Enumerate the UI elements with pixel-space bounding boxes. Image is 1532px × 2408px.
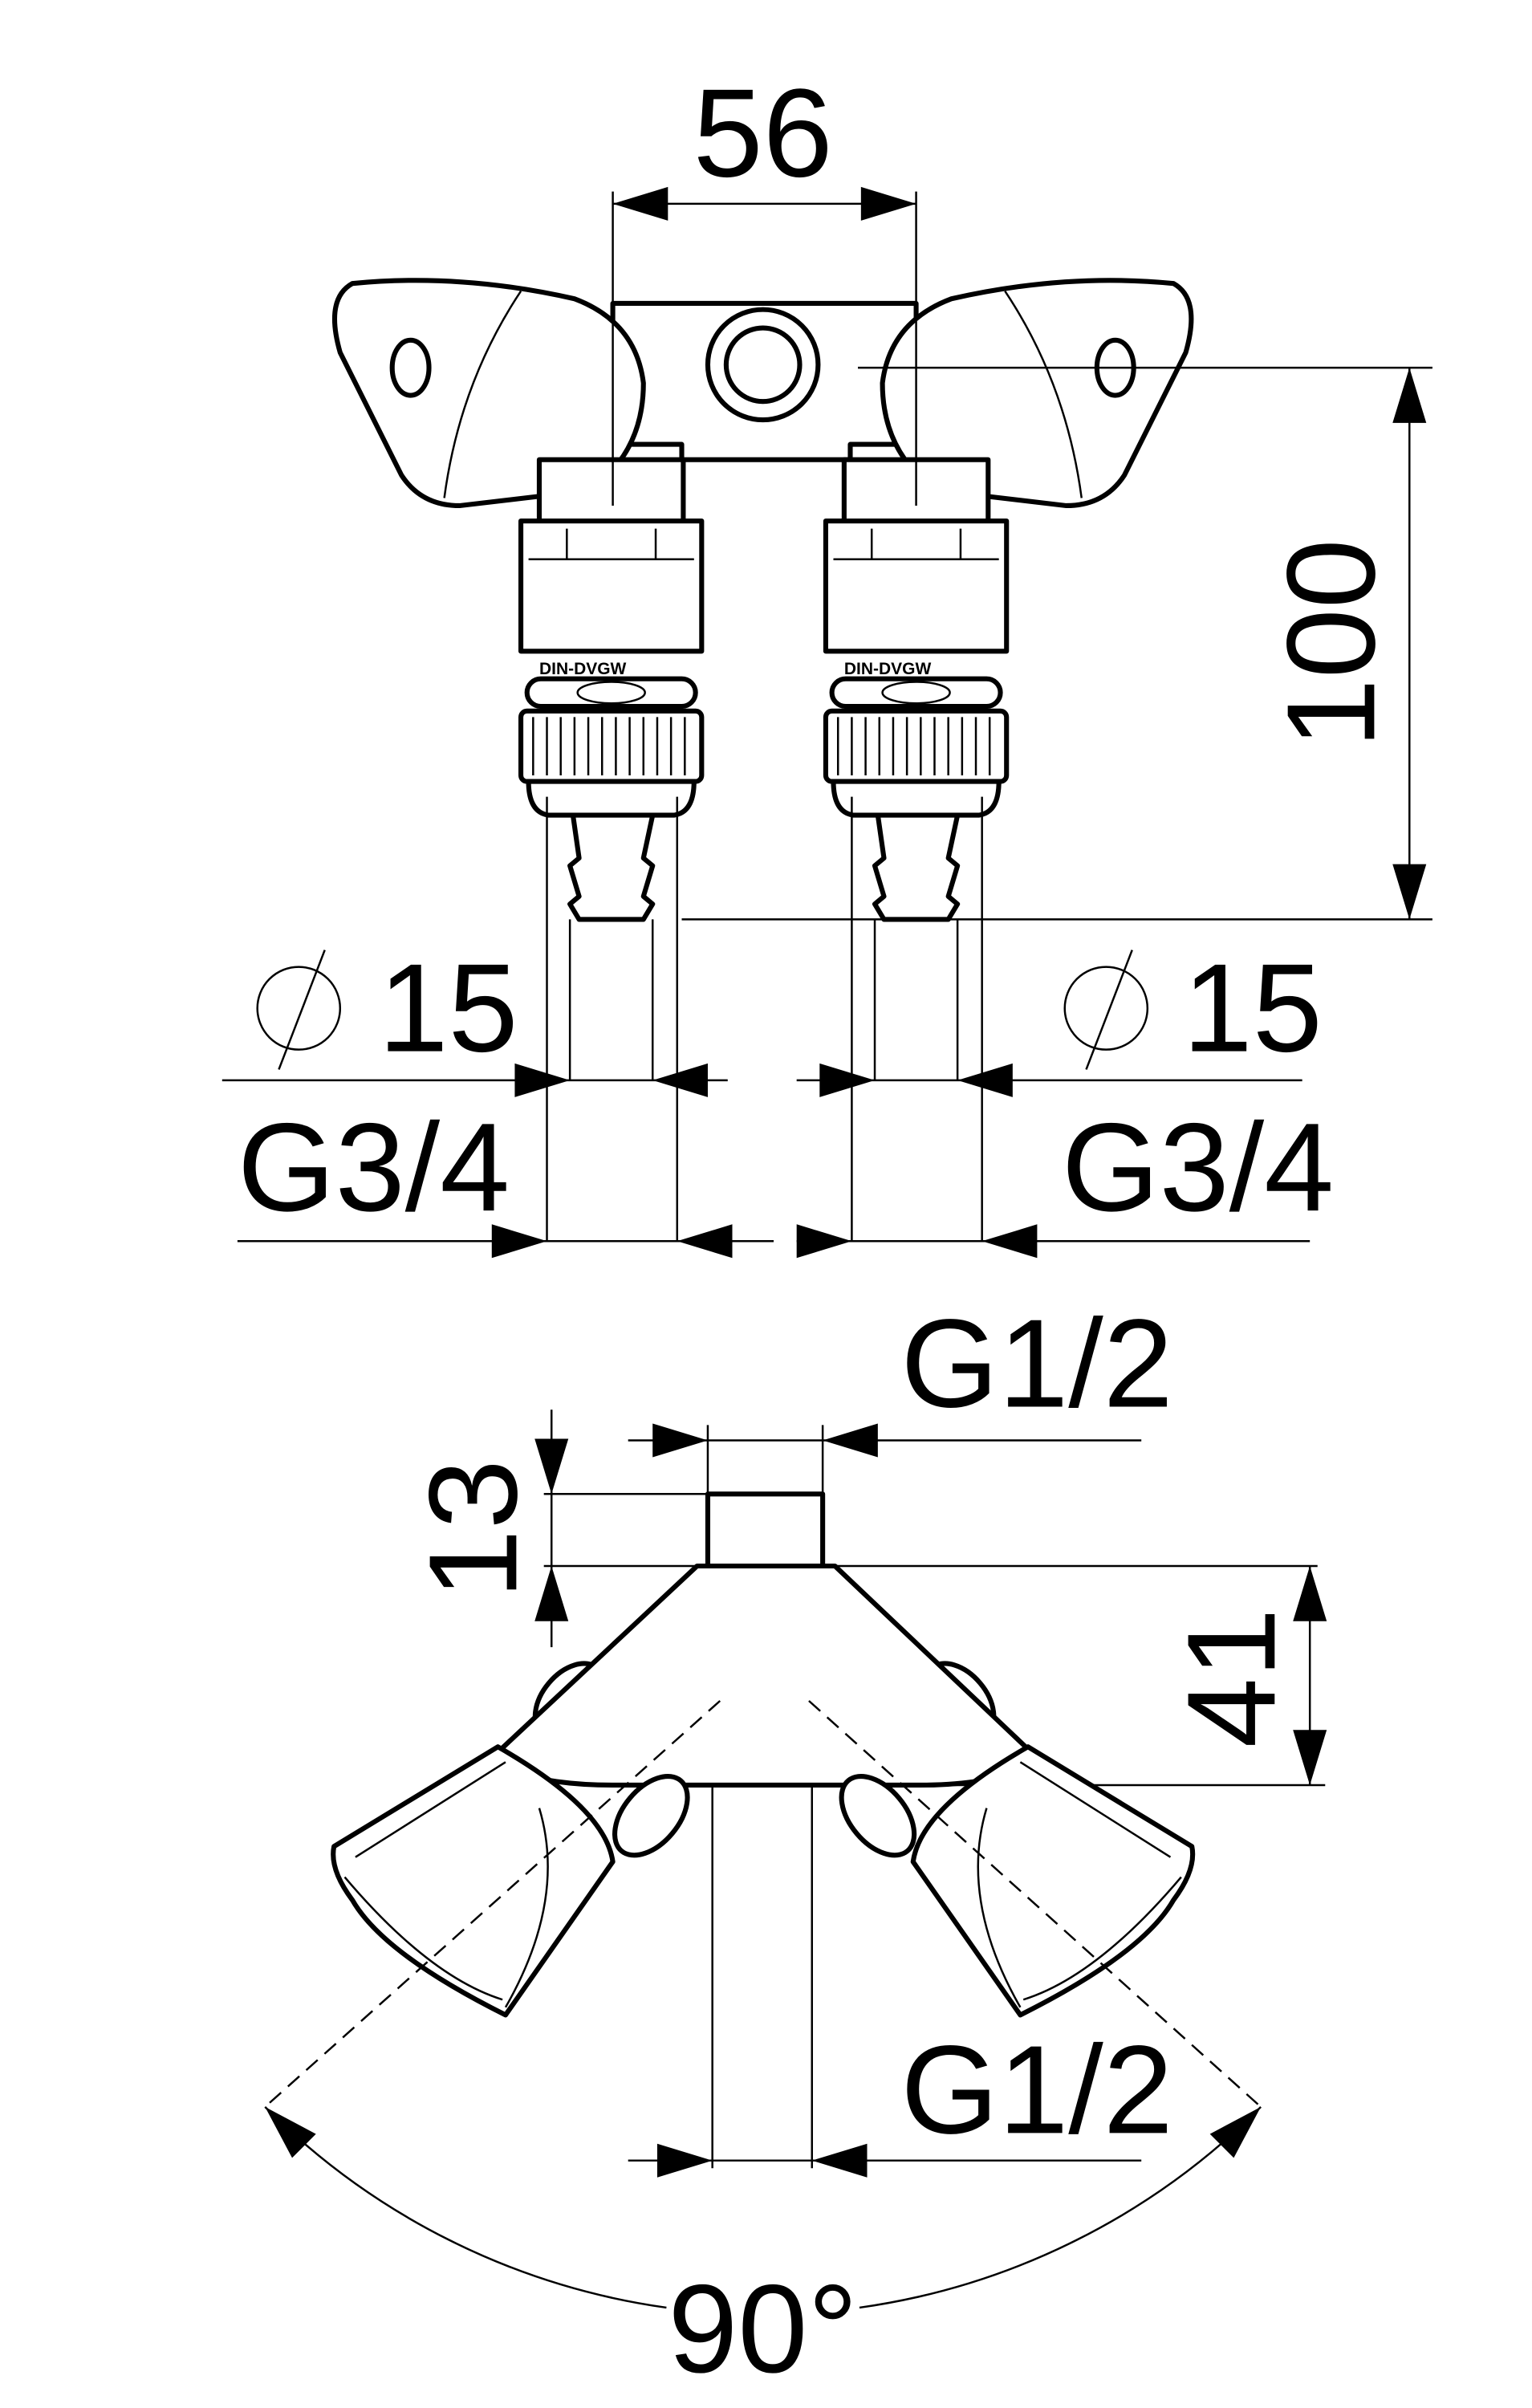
dim-inlet-thread: G1/2 [900, 1293, 1172, 1434]
dim-height: 100 [1261, 539, 1401, 748]
arrowhead [823, 1423, 878, 1458]
right-handle-side [910, 1744, 1196, 2018]
arrowhead [1392, 368, 1427, 423]
right-fitting [826, 460, 1006, 920]
arrowhead [612, 186, 668, 221]
left-handle [331, 278, 646, 509]
arrowhead [1293, 1566, 1327, 1621]
arrowhead [860, 186, 916, 221]
dim-thread-right: G3/4 [1062, 1097, 1334, 1238]
arrowhead [677, 1224, 733, 1259]
dim-center-distance: 56 [693, 63, 833, 204]
dim-angle: 90° [668, 2259, 858, 2399]
diameter-icon [256, 950, 342, 1070]
inlet-stub [705, 1491, 826, 1569]
arrowhead [819, 1063, 876, 1097]
diameter-icon [1063, 950, 1149, 1070]
angle-arc [264, 2106, 1262, 2309]
arrowhead [514, 1063, 571, 1097]
arrowhead [811, 2143, 868, 2178]
arrowhead [796, 1224, 852, 1259]
arrowhead [981, 1224, 1038, 1259]
arrowhead [1293, 1730, 1327, 1785]
dimension-arrows [265, 186, 1427, 2178]
arrowhead [656, 2143, 713, 2178]
arrowhead [491, 1224, 547, 1259]
arrowhead [652, 1063, 708, 1097]
center-port-inner [723, 325, 803, 405]
arrowhead [652, 1423, 708, 1458]
arrowhead [534, 1566, 569, 1621]
arrowhead [534, 1438, 569, 1495]
side-body [485, 1563, 1045, 1858]
dim-body-depth: 41 [1161, 1608, 1302, 1747]
fitting-marking: DIN-DVGW [539, 660, 627, 678]
dim-inlet-length: 13 [403, 1459, 543, 1599]
dim-thread-left: G3/4 [238, 1097, 510, 1238]
dim-hose-diameter-right: 15 [1183, 938, 1323, 1079]
arrowhead [265, 2106, 316, 2158]
top-view: DIN-DVGW 56 100 15 15 G3/4 G3/4 [221, 63, 1432, 1243]
dim-hose-diameter-left: 15 [379, 938, 518, 1079]
right-handle [880, 278, 1194, 509]
arrowhead [957, 1063, 1013, 1097]
dim-outlet-thread: G1/2 [900, 2020, 1172, 2160]
arrowhead [1392, 864, 1427, 920]
arrowhead [1209, 2106, 1262, 2158]
side-view: G1/2 13 41 G1/2 90° [264, 1293, 1326, 2399]
left-handle-side [331, 1744, 616, 2018]
left-fitting: DIN-DVGW [518, 457, 705, 922]
